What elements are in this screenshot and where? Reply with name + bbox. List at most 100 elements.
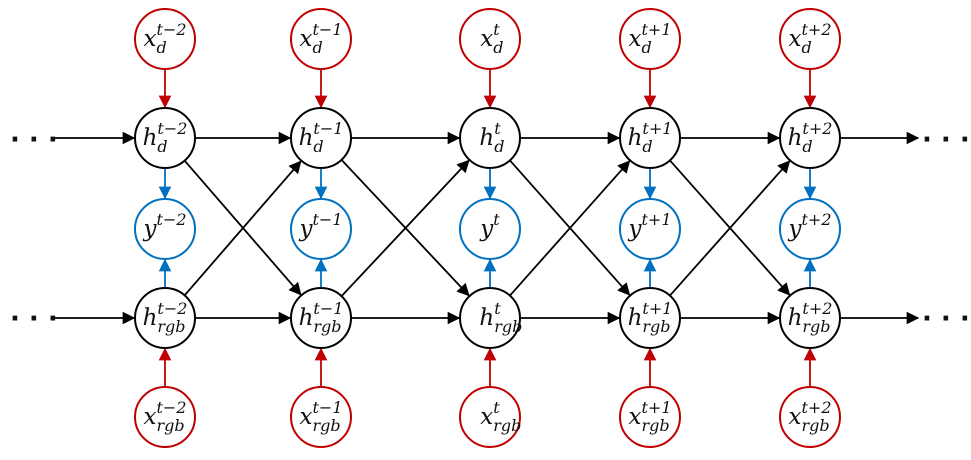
continuation-dots-rgb-right: · · · [922,304,970,334]
rgb-input-node-0-subscript-label: rgb [156,416,184,435]
depth-hidden-node-0: ht−2d [134,107,196,169]
rgb-input-node-1-superscript: t−1 [312,398,342,417]
output-node-0: yt−2 [134,198,196,260]
depth-hidden-node-4-circle [779,107,841,169]
depth-hidden-node-1-superscript: t−1 [313,119,343,138]
depth-hidden-node-3-superscript: t+1 [642,119,672,138]
depth-hidden-node-1-base: h [299,125,314,151]
depth-input-node-0: xt−2d [134,8,196,70]
output-node-3-base: y [627,216,642,242]
rgb-hidden-node-4-circle [779,287,841,349]
depth-input-node-2-subscript: d [493,38,503,57]
rgb-input-node-2-circle [459,386,521,448]
rgb-hidden-node-2-base: h [479,305,494,331]
rgb-input-node-3-base: x [629,404,642,430]
output-node-3-label: yt+1 [627,210,671,242]
depth-input-node-1-subscript-label: d [312,38,322,57]
rgb-input-node-0-label: xt−2 [144,398,187,430]
rgb-hidden-node-1-label: ht−1 [299,299,344,331]
depth-input-node-4-label: xt+2 [789,20,832,52]
depth-hidden-node-0-subscript-label: d [157,137,167,156]
rgb-input-node-1-subscript-label: rgb [312,416,340,435]
depth-hidden-node-2: htd [459,107,521,169]
depth-hidden-node-0-label: ht−2 [143,119,188,151]
nodes-layer: xt−2dht−2dyt−2ht−2rgbxt−2rgbxt−1dht−1dyt… [134,8,841,448]
rgb-hidden-node-4-subscript: rgb [802,317,830,336]
rgb-input-node-4-subscript: rgb [801,416,829,435]
output-node-0-base: y [142,216,157,242]
output-node-4-superscript: t+2 [801,210,831,229]
rgb-input-node-3-subscript: rgb [641,416,669,435]
rgb-hidden-node-3-subscript: rgb [642,317,670,336]
rgb-hidden-node-4-superscript: t+2 [802,299,832,318]
rgb-hidden-node-4-base: h [788,305,803,331]
depth-hidden-node-2-subscript: d [494,137,504,156]
depth-input-node-2-base: x [480,26,493,52]
depth-hidden-node-4-superscript: t+2 [802,119,832,138]
depth-input-node-4-subscript: d [801,38,811,57]
rgb-input-node-2-subscript: rgb [493,416,521,435]
rgb-hidden-node-2-subscript-label: rgb [494,317,522,336]
rgb-input-node-4-superscript: t+2 [801,398,831,417]
output-node-3-circle [619,198,681,260]
output-node-4: yt+2 [779,198,841,260]
rgb-hidden-node-4-label: ht+2 [788,299,833,331]
depth-hidden-node-2-base: h [479,125,494,151]
depth-input-node-1-superscript: t−1 [312,20,342,39]
rgb-input-node-1-label: xt−1 [300,398,343,430]
depth-input-node-0-subscript: d [156,38,166,57]
output-node-3: yt+1 [619,198,681,260]
continuation-dots-layer: · · · · · · · · · · · · [10,125,970,334]
output-node-2-base: y [479,216,494,242]
depth-input-node-3-base: x [629,26,642,52]
rgb-input-node-3-label: xt+1 [629,398,672,430]
rgb-input-node-2-superscript: t [493,398,500,417]
depth-input-node-2: xtd [459,8,521,70]
edge-cross-rgb-to-depth-2 [509,160,631,297]
rgb-input-node-4-base: x [789,404,802,430]
depth-input-node-0-base: x [144,26,157,52]
output-node-1-circle [290,198,352,260]
output-node-2-label: yt [479,210,500,242]
rgb-input-node-2-subscript-label: rgb [493,416,521,435]
rgb-hidden-node-3-label: ht+1 [628,299,673,331]
depth-hidden-node-3-label: ht+1 [628,119,673,151]
depth-input-node-3-label: xt+1 [629,20,672,52]
depth-input-node-2-superscript: t [493,20,500,39]
depth-input-node-4-subscript-label: d [801,38,811,57]
rgb-hidden-node-0-subscript: rgb [157,317,185,336]
depth-input-node-2-subscript-label: d [493,38,503,57]
rgb-hidden-node-0-superscript: t−2 [157,299,187,318]
rgb-hidden-node-4-subscript-label: rgb [802,317,830,336]
depth-input-node-1-subscript: d [312,38,322,57]
depth-hidden-node-4-label: ht+2 [788,119,833,151]
depth-input-node-3-circle [619,8,681,70]
depth-hidden-node-3: ht+1d [619,107,681,169]
rgb-input-node-4-circle [779,386,841,448]
rgb-input-node-1-circle [290,386,352,448]
depth-hidden-node-1-label: ht−1 [299,119,344,151]
depth-hidden-node-2-label: ht [479,119,501,151]
rgb-input-node-4-label: xt+2 [789,398,832,430]
rgb-hidden-node-1-circle [290,287,352,349]
depth-input-node-3-subscript: d [641,38,651,57]
output-node-4-base: y [787,216,802,242]
rgb-input-node-3-superscript: t+1 [641,398,671,417]
depth-input-node-4-circle [779,8,841,70]
depth-input-node-0-label: xt−2 [144,20,187,52]
output-node-0-superscript: t−2 [156,210,186,229]
continuation-dots-rgb-left: · · · [10,304,58,334]
depth-input-node-4: xt+2d [779,8,841,70]
rgb-hidden-node-2-label: ht [479,299,501,331]
output-node-3-superscript: t+1 [641,210,671,229]
rgb-input-node-3-subscript-label: rgb [641,416,669,435]
depth-input-node-2-circle [459,8,521,70]
output-node-4-circle [779,198,841,260]
depth-hidden-node-3-subscript: d [642,137,652,156]
output-node-1-superscript: t−1 [312,210,342,229]
depth-input-node-2-label: xt [480,20,500,52]
depth-hidden-node-1: ht−1d [290,107,352,169]
rgb-input-node-0-base: x [144,404,157,430]
